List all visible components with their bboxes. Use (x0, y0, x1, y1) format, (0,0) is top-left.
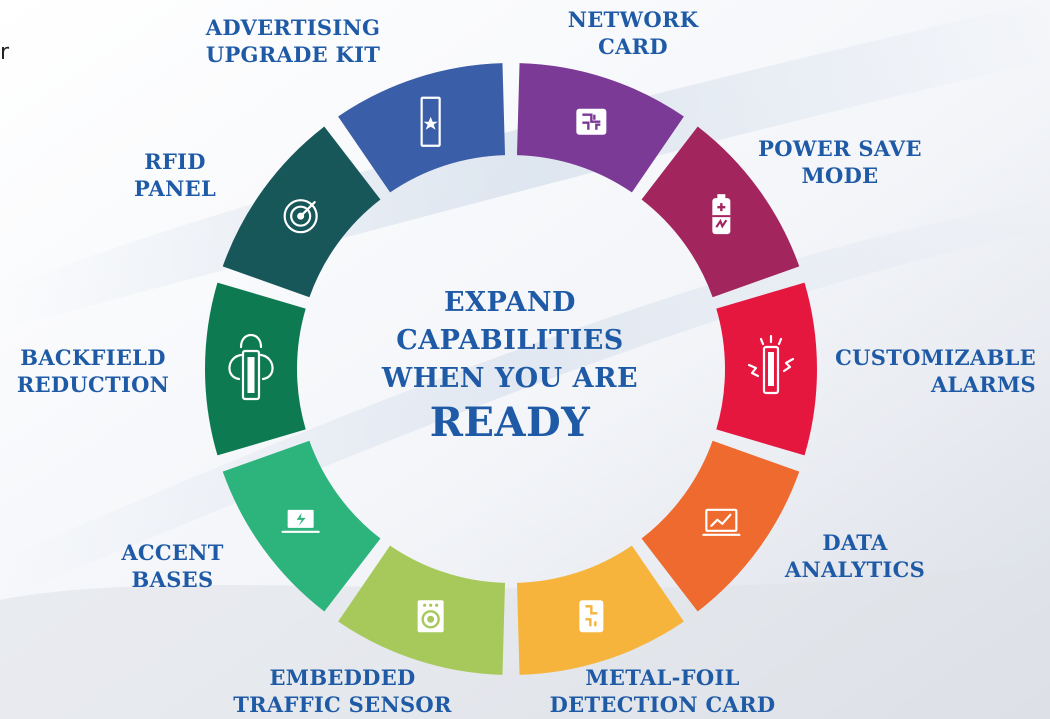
center-heading: EXPAND CAPABILITIES WHEN YOU ARE READY (380, 284, 640, 448)
label-backfield-reduction-line-1: BACKFIELD (20, 345, 166, 370)
label-data-analytics-line-2: ANALYTICS (784, 557, 926, 582)
label-rfid-panel: RFID PANEL (120, 148, 230, 202)
segment-backfield-reduction (204, 282, 306, 456)
label-accent-bases-line-2: BASES (131, 567, 214, 592)
label-data-analytics-line-1: DATA (822, 530, 888, 555)
segment-customizable-alarms (716, 282, 817, 456)
label-metal-foil-line-2: DETECTION CARD (549, 692, 776, 717)
label-backfield-reduction: BACKFIELD REDUCTION (8, 344, 178, 398)
label-rfid-panel-line-1: RFID (144, 149, 206, 174)
traffic-sensor-icon (417, 600, 444, 633)
label-accent-bases-line-1: ACCENT (121, 540, 224, 565)
label-network-card: NETWORK CARD (558, 6, 708, 60)
label-embedded-traffic-sensor-line-1: EMBEDDED (269, 665, 416, 690)
label-customizable-alarms: CUSTOMIZABLE ALARMS (810, 344, 1036, 398)
alarm-pedestal-icon (747, 334, 795, 395)
label-advertising-upgrade-kit: ADVERTISING UPGRADE KIT (198, 14, 388, 68)
label-backfield-reduction-line-2: REDUCTION (16, 372, 170, 397)
label-data-analytics: DATA ANALYTICS (770, 529, 940, 583)
laptop-bolt-icon (281, 509, 320, 533)
label-power-save-mode-line-2: MODE (801, 163, 879, 188)
label-accent-bases: ACCENT BASES (100, 539, 245, 593)
segment-data-analytics (641, 440, 800, 612)
label-advertising-line-1: ADVERTISING (205, 15, 381, 40)
center-line-1: EXPAND (444, 287, 576, 318)
label-power-save-mode: POWER SAVE MODE (750, 135, 930, 189)
detection-card-icon (579, 600, 604, 633)
center-line-ready: READY (429, 399, 591, 446)
battery-icon (712, 194, 731, 235)
label-power-save-mode-line-1: POWER SAVE (758, 136, 922, 161)
label-network-card-line-2: CARD (598, 34, 668, 59)
circuit-board-icon (576, 108, 607, 135)
analytics-monitor-icon (702, 508, 741, 536)
label-customizable-alarms-line-1: CUSTOMIZABLE (835, 345, 1036, 370)
segment-rfid-panel (222, 126, 381, 298)
label-metal-foil-detection-card: METAL-FOIL DETECTION CARD (545, 664, 780, 718)
label-advertising-line-2: UPGRADE KIT (205, 42, 381, 67)
label-rfid-panel-line-2: PANEL (133, 176, 217, 201)
ring-icons (228, 96, 795, 633)
cropped-text-fragment: r (0, 40, 10, 65)
label-embedded-traffic-sensor: EMBEDDED TRAFFIC SENSOR (225, 664, 460, 718)
center-line-3: WHEN YOU ARE (381, 363, 639, 394)
label-customizable-alarms-line-2: ALARMS (930, 372, 1036, 397)
rfid-target-icon (283, 199, 318, 234)
center-line-2: CAPABILITIES (396, 325, 624, 356)
label-metal-foil-line-1: METAL-FOIL (585, 665, 740, 690)
capabilities-ring (204, 63, 817, 675)
backfield-pedestal-icon (228, 333, 274, 401)
advertising-pedestal-icon (420, 96, 441, 147)
label-embedded-traffic-sensor-line-2: TRAFFIC SENSOR (233, 692, 452, 717)
label-network-card-line-1: NETWORK (567, 7, 699, 32)
